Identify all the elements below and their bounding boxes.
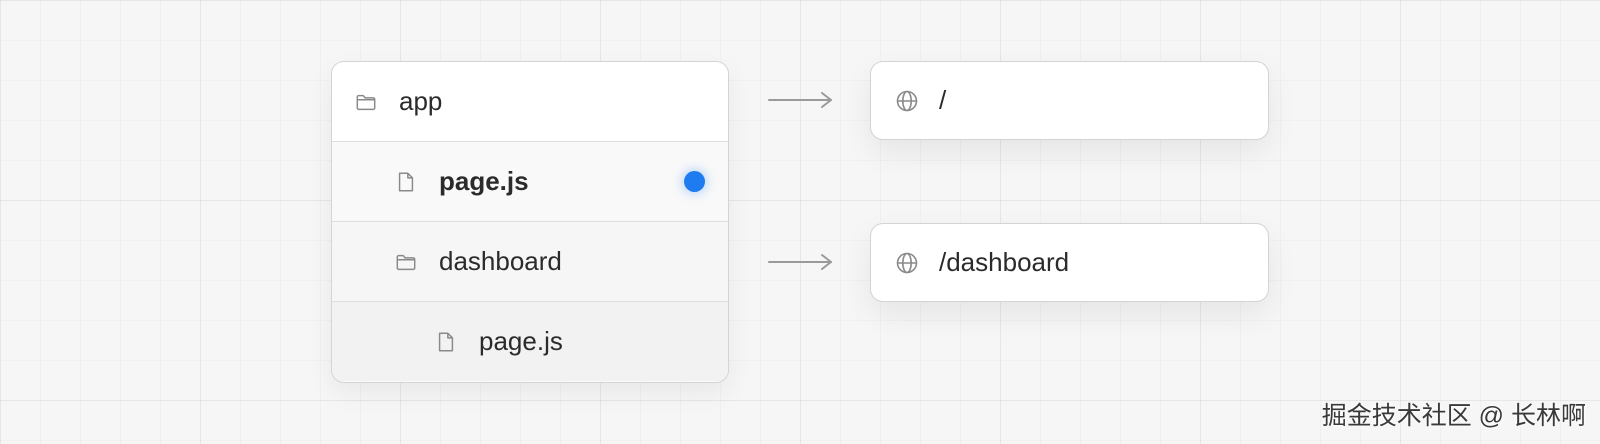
globe-icon bbox=[895, 89, 919, 113]
route-path: / bbox=[939, 85, 947, 115]
route-dashboard: /dashboard bbox=[870, 223, 1269, 302]
tree-item-dashboard-page-file[interactable]: page.js bbox=[332, 301, 728, 381]
tree-item-label: page.js bbox=[479, 326, 563, 356]
watermark: 掘金技术社区 @ 长林啊 bbox=[1321, 402, 1586, 430]
tree-item-root-page-file[interactable]: page.js bbox=[332, 141, 728, 221]
globe-icon bbox=[895, 251, 919, 275]
tree-item-label: page.js bbox=[439, 166, 529, 196]
folder-icon bbox=[395, 251, 417, 273]
tree-item-dashboard-folder[interactable]: dashboard bbox=[332, 221, 728, 301]
arrow-right-icon bbox=[767, 90, 835, 110]
active-indicator-dot bbox=[684, 171, 705, 192]
file-icon bbox=[395, 171, 417, 193]
tree-item-label: dashboard bbox=[439, 246, 562, 276]
route-path: /dashboard bbox=[939, 247, 1070, 277]
tree-item-app-folder[interactable]: app bbox=[332, 62, 728, 141]
route-root: / bbox=[870, 61, 1269, 140]
folder-icon bbox=[355, 91, 377, 113]
file-icon bbox=[435, 331, 457, 353]
arrow-right-icon bbox=[767, 252, 835, 272]
file-tree: app page.js dashboard bbox=[331, 61, 729, 383]
tree-item-label: app bbox=[399, 86, 443, 116]
